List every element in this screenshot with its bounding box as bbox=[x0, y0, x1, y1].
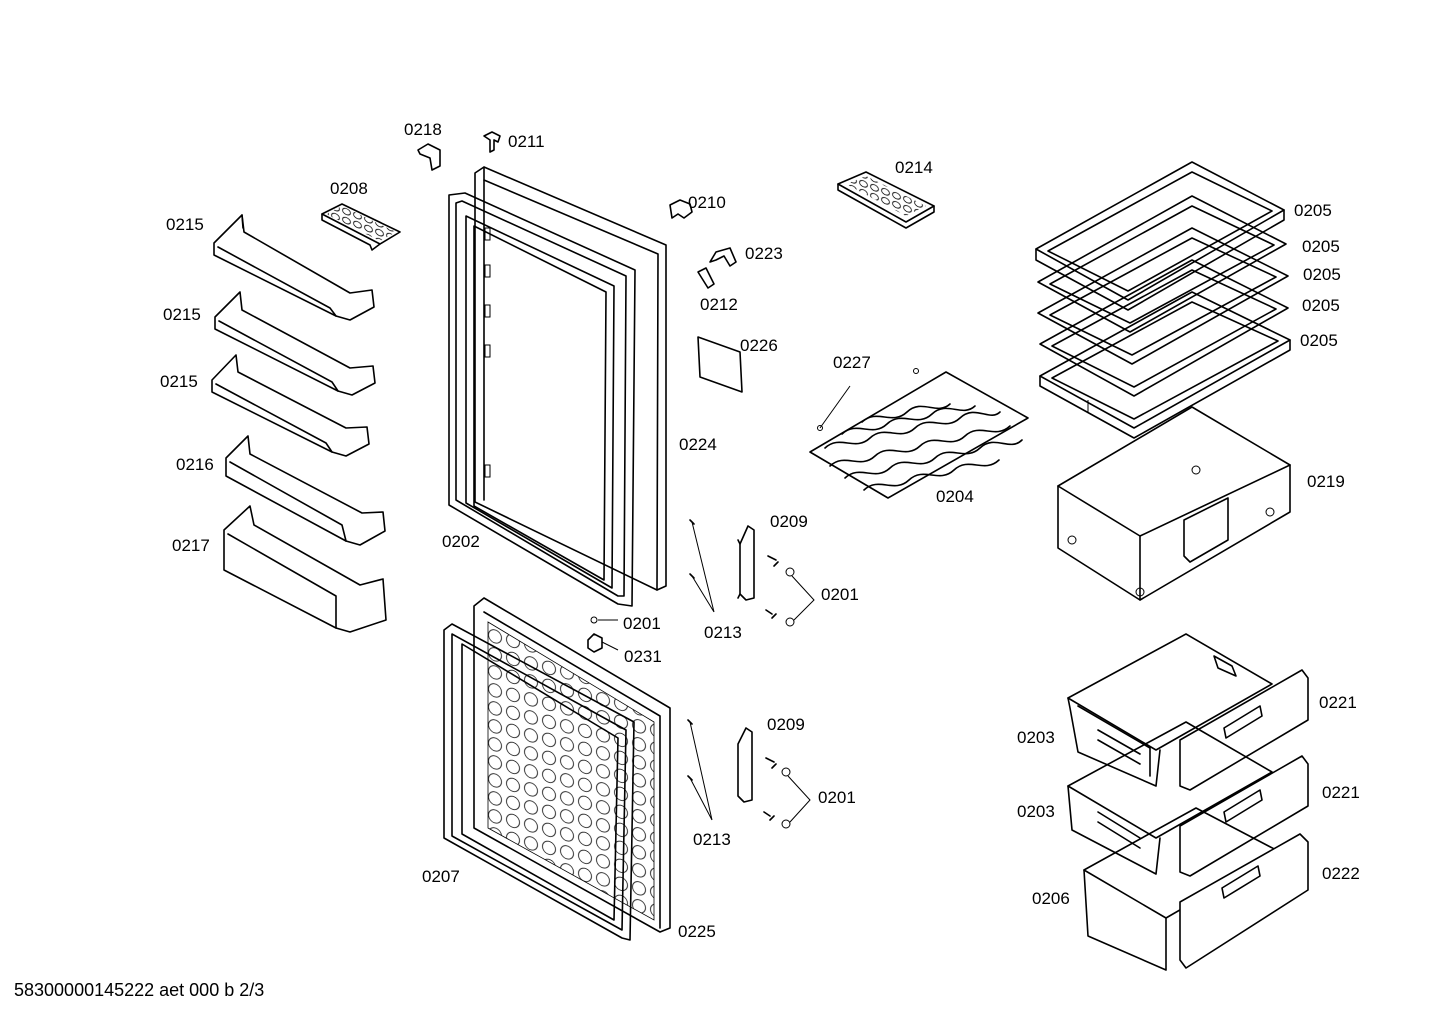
crisper-bin-0219 bbox=[1057, 406, 1291, 601]
label-0221-b: 0221 bbox=[1322, 783, 1360, 802]
label-0205-c: 0205 bbox=[1303, 265, 1341, 284]
hinge-part-0211 bbox=[483, 131, 501, 153]
label-0207: 0207 bbox=[422, 867, 460, 886]
label-0213-b: 0213 bbox=[693, 830, 731, 849]
bracket-0231 bbox=[587, 633, 619, 653]
door-gasket-0202 bbox=[448, 192, 636, 607]
hinge-part-0223 bbox=[709, 247, 737, 267]
label-0211: 0211 bbox=[508, 132, 545, 151]
door-shelf-0216 bbox=[225, 435, 386, 546]
glass-shelves-0205 bbox=[1035, 161, 1291, 439]
drawer-0203-top bbox=[1067, 633, 1309, 791]
label-0201-a: 0201 bbox=[821, 585, 859, 604]
label-0202: 0202 bbox=[442, 532, 480, 551]
label-0201-b: 0201 bbox=[623, 614, 661, 633]
hinge-cover-0218 bbox=[417, 143, 441, 171]
document-footer-code: 58300000145222 aet 000 b 2/3 bbox=[14, 980, 265, 1000]
label-0231: 0231 bbox=[624, 647, 662, 666]
label-0212: 0212 bbox=[700, 295, 738, 314]
label-0224: 0224 bbox=[679, 435, 717, 454]
label-0222: 0222 bbox=[1322, 864, 1360, 883]
label-0204: 0204 bbox=[936, 487, 974, 506]
wine-rack-0204 bbox=[809, 368, 1029, 499]
label-0221-a: 0221 bbox=[1319, 693, 1357, 712]
label-0201-c: 0201 bbox=[818, 788, 856, 807]
label-0213-a: 0213 bbox=[704, 623, 742, 642]
label-plate-0226 bbox=[697, 336, 743, 393]
label-0216: 0216 bbox=[176, 455, 214, 474]
drawer-0206-0222 bbox=[1083, 807, 1309, 971]
door-shelf-0215-top bbox=[213, 214, 375, 321]
lower-door-0225 bbox=[473, 597, 671, 933]
upper-door-0224 bbox=[474, 166, 667, 591]
label-0205-d: 0205 bbox=[1302, 296, 1340, 315]
handle-upper-0209 bbox=[689, 519, 815, 627]
label-0215-c: 0215 bbox=[160, 372, 198, 391]
egg-tray-0208 bbox=[321, 203, 401, 251]
ice-tray-0214 bbox=[837, 171, 935, 229]
label-0219: 0219 bbox=[1307, 472, 1345, 491]
label-0209-b: 0209 bbox=[767, 715, 805, 734]
drawer-0203-bottom bbox=[1067, 721, 1309, 877]
label-0215-b: 0215 bbox=[163, 305, 201, 324]
label-0205-a: 0205 bbox=[1294, 201, 1332, 220]
label-0203-b: 0203 bbox=[1017, 802, 1055, 821]
screw-0201 bbox=[590, 616, 618, 624]
handle-lower-0209 bbox=[687, 719, 811, 829]
label-0226: 0226 bbox=[740, 336, 778, 355]
label-0208: 0208 bbox=[330, 179, 368, 198]
label-0209-a: 0209 bbox=[770, 512, 808, 531]
door-shelf-0215-middle bbox=[214, 291, 376, 396]
label-0210: 0210 bbox=[688, 193, 726, 212]
label-0227: 0227 bbox=[833, 353, 871, 372]
label-0205-e: 0205 bbox=[1300, 331, 1338, 350]
label-0206: 0206 bbox=[1032, 889, 1070, 908]
label-0215-a: 0215 bbox=[166, 215, 204, 234]
label-0205-b: 0205 bbox=[1302, 237, 1340, 256]
hinge-part-0210 bbox=[669, 199, 693, 219]
hinge-part-0212 bbox=[697, 267, 715, 289]
label-0214: 0214 bbox=[895, 158, 933, 177]
door-gasket-0207 bbox=[443, 623, 635, 941]
label-0217: 0217 bbox=[172, 536, 210, 555]
door-shelf-0215-bottom bbox=[211, 354, 370, 457]
label-0223: 0223 bbox=[745, 244, 783, 263]
door-shelf-0217 bbox=[223, 505, 387, 633]
label-0225: 0225 bbox=[678, 922, 716, 941]
label-0203-a: 0203 bbox=[1017, 728, 1055, 747]
label-0218: 0218 bbox=[404, 120, 442, 139]
